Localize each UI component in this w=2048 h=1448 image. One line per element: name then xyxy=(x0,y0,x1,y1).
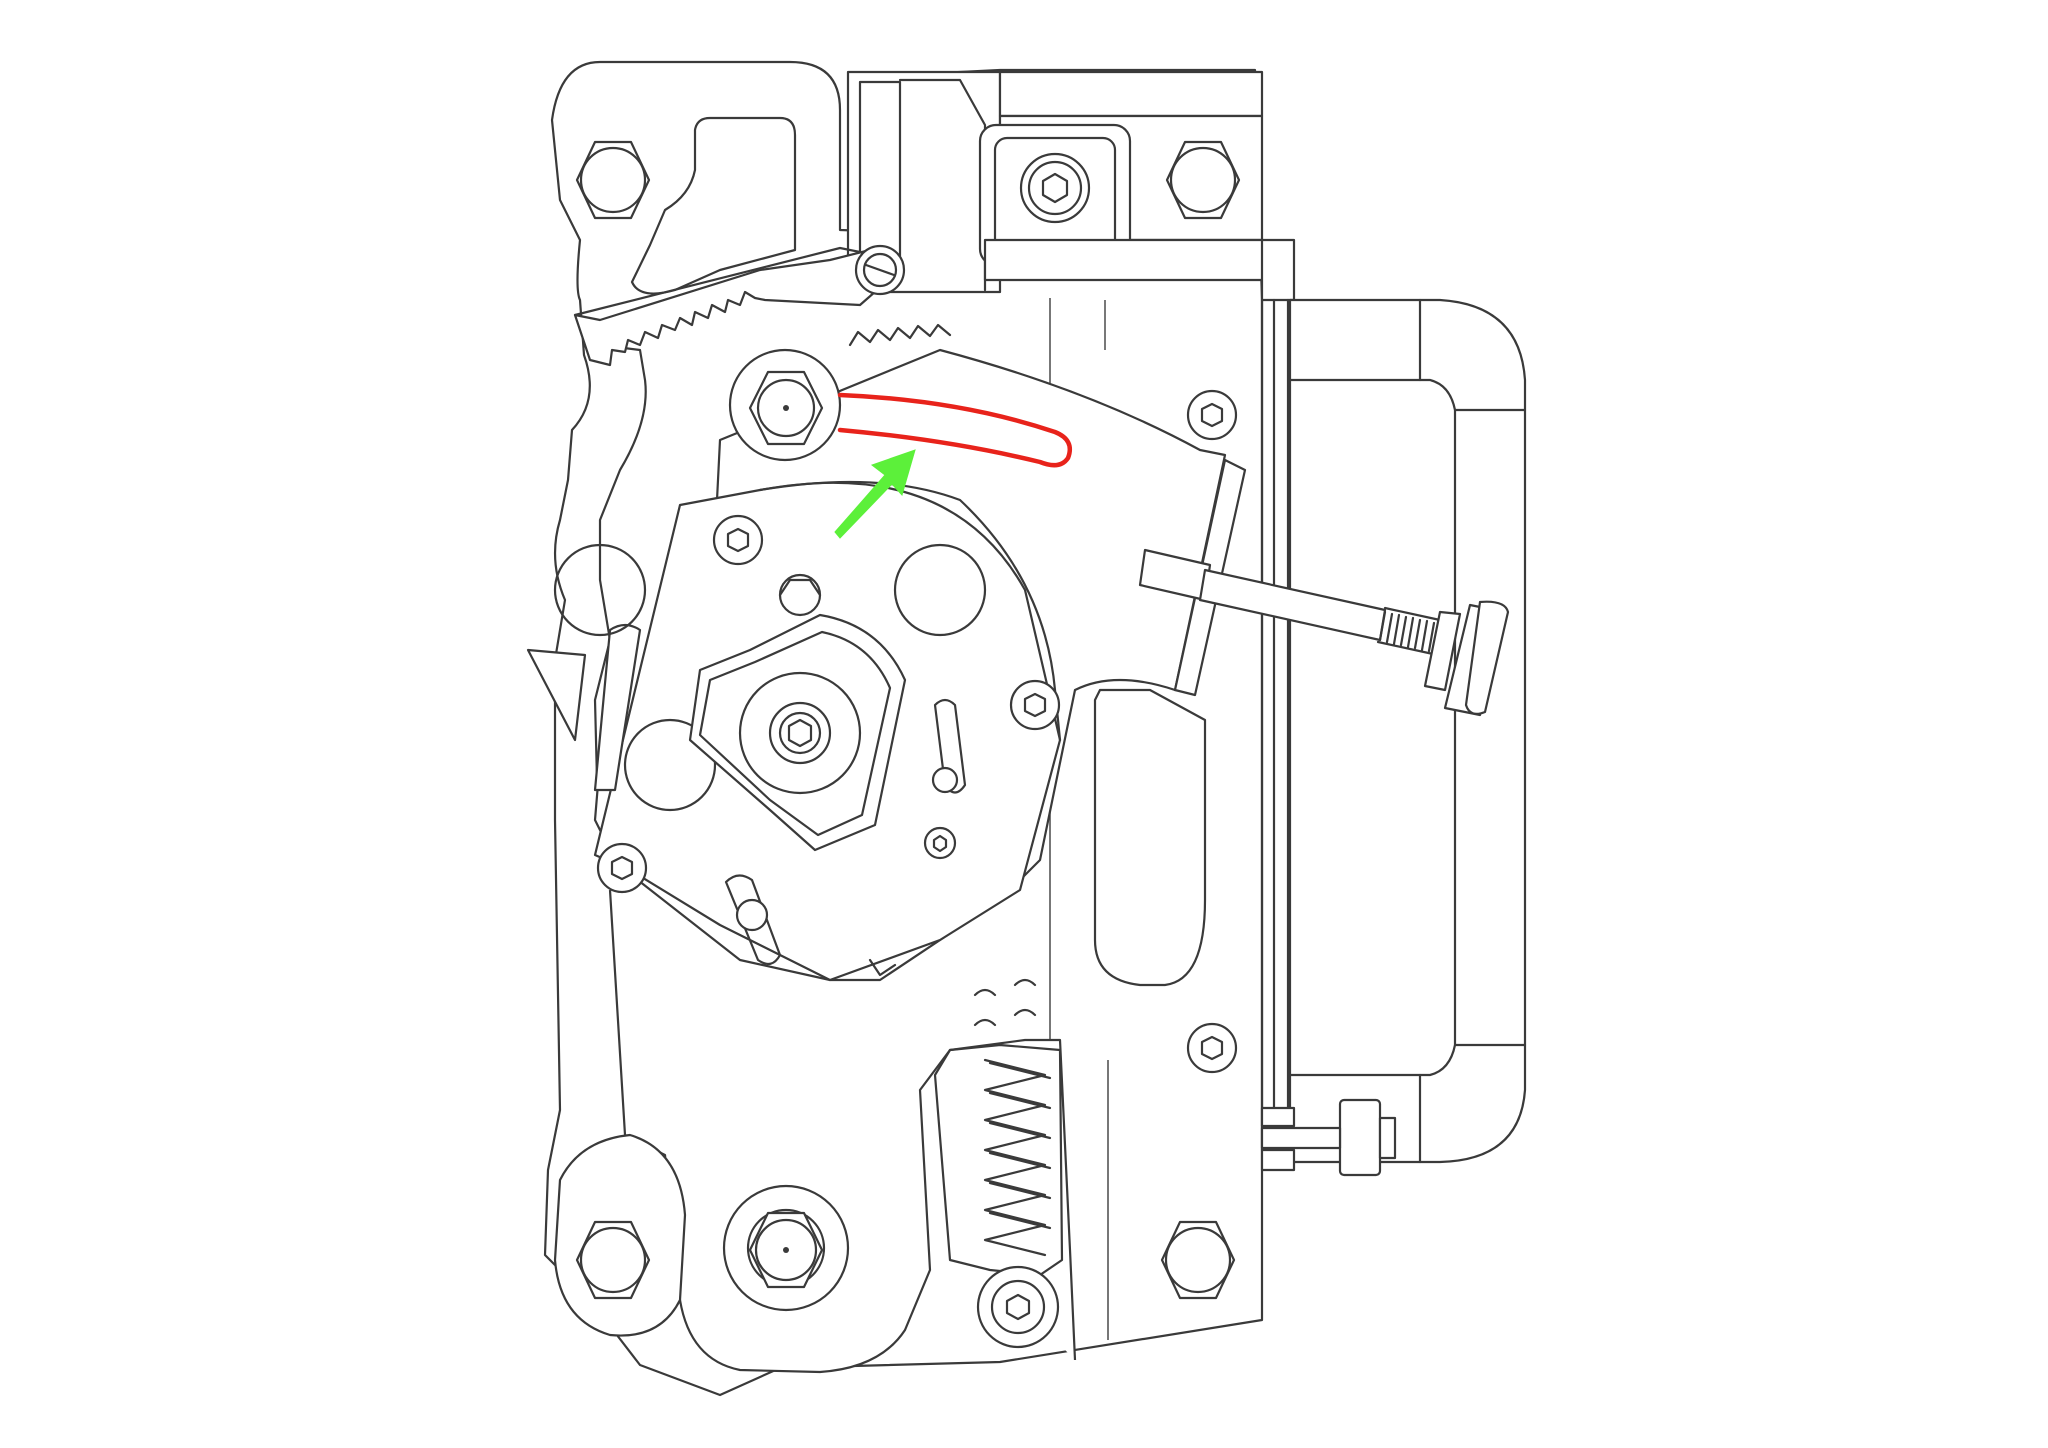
hex-bolt-icon xyxy=(575,1220,651,1300)
socket-cap-screw-icon xyxy=(1019,152,1091,224)
cam-hub-inner xyxy=(768,701,832,765)
left-plate-profile xyxy=(593,343,647,822)
handle-frame-inner xyxy=(1288,378,1457,1077)
socket-cap-screw-icon xyxy=(1186,1022,1238,1074)
spring-hook xyxy=(973,978,1037,997)
cam-lobe-inner xyxy=(698,630,892,837)
clamp-top xyxy=(1260,1106,1296,1128)
plate-hole xyxy=(893,543,987,637)
left-pin xyxy=(593,623,642,792)
top-left-cutout xyxy=(630,116,797,295)
hex-bolt-icon xyxy=(748,370,824,446)
top-rail-bottom-strip xyxy=(983,238,1265,282)
extension-spring-icon xyxy=(983,1058,1047,1257)
arrow-icon xyxy=(834,449,916,539)
top-rail xyxy=(998,70,1264,118)
small-screw-tip xyxy=(868,958,897,977)
ratchet-teeth-lower xyxy=(848,323,952,347)
socket-cap-screw-icon xyxy=(990,1279,1046,1335)
handle-crossbar-bottom xyxy=(1418,1043,1527,1164)
handle-crossbar-top xyxy=(1418,298,1527,412)
slot-pin xyxy=(931,766,959,794)
plate-hole xyxy=(623,718,717,812)
cam-hub-bore xyxy=(778,711,822,755)
clamp-base xyxy=(1260,1148,1296,1172)
spring-hook xyxy=(973,1008,1037,1027)
cam-plate-edge xyxy=(758,481,1062,742)
rivet xyxy=(923,826,957,860)
hex-socket-icon xyxy=(787,718,813,748)
adjuster-nut xyxy=(1423,610,1462,692)
highlighted-slot xyxy=(837,392,1073,468)
socket-cap-screw-icon xyxy=(596,842,648,894)
right-slot-cutout xyxy=(1093,688,1207,987)
clamp-cap xyxy=(1378,1116,1397,1160)
hex-bolt-icon xyxy=(575,140,651,220)
cam-hub xyxy=(738,671,862,795)
adjuster-knob-cap xyxy=(1464,600,1510,715)
slot xyxy=(724,874,782,966)
spring-pocket xyxy=(933,1043,1064,1277)
hex-bolt-icon xyxy=(748,1211,824,1289)
follower-pin-head xyxy=(778,578,822,597)
extension-spring-icon xyxy=(988,1061,1052,1230)
left-tab xyxy=(526,648,587,742)
right-tab xyxy=(1260,238,1296,302)
hex-bolt-icon xyxy=(1165,140,1241,220)
clamp-body xyxy=(1338,1098,1382,1177)
handle-frame-outer xyxy=(1290,298,1527,1164)
socket-cap-screw-icon xyxy=(712,514,764,566)
plate-hole xyxy=(553,543,647,637)
slot-pin xyxy=(735,898,769,932)
slotted-screw-icon xyxy=(854,244,906,296)
socket-cap-screw-icon xyxy=(1009,679,1061,731)
socket-cap-screw-icon xyxy=(1186,389,1238,441)
hex-socket-icon xyxy=(932,834,948,853)
hex-bolt-icon xyxy=(1160,1220,1236,1300)
clamp-rod xyxy=(1260,1126,1342,1150)
